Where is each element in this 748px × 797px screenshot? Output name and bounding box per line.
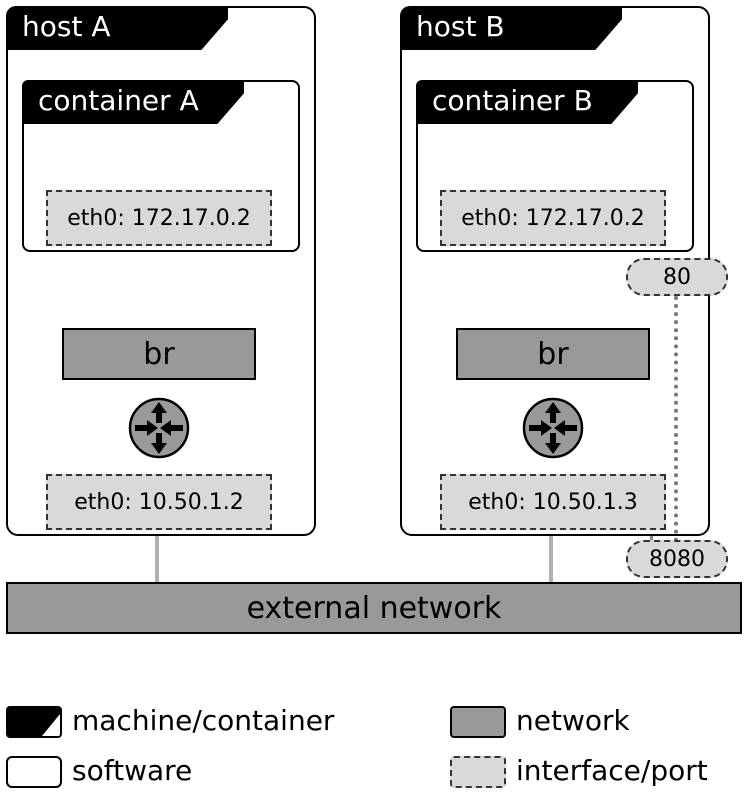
host-a-label: host A	[6, 6, 228, 50]
legend-label-iface: interface/port	[516, 754, 708, 787]
legend-swatch-machine	[6, 706, 62, 738]
container-port: 80	[626, 258, 728, 296]
container-b-label: container B	[416, 80, 638, 124]
legend-label-network: network	[516, 704, 630, 737]
host-b-bridge: br	[456, 328, 650, 380]
host-b-label: host B	[400, 6, 622, 50]
legend-label-machine: machine/container	[72, 704, 335, 737]
legend-swatch-iface	[450, 756, 506, 788]
router-icon	[522, 397, 584, 459]
link-hostB-iface-network	[549, 530, 553, 585]
link-hostA-iface-network	[155, 530, 159, 585]
host-a-bridge: br	[62, 328, 256, 380]
container-a-iface: eth0: 172.17.0.2	[46, 190, 272, 246]
container-b-iface: eth0: 172.17.0.2	[440, 190, 666, 246]
legend-swatch-network	[450, 706, 506, 738]
legend: machine/container software network inter…	[6, 700, 742, 792]
router-icon	[128, 397, 190, 459]
legend-label-software: software	[72, 754, 193, 787]
host-port: 8080	[626, 540, 728, 578]
container-a-label: container A	[22, 80, 244, 124]
external-network: external network	[6, 582, 742, 634]
legend-swatch-software	[6, 756, 62, 788]
port-forward-link	[674, 296, 678, 542]
host-a-iface: eth0: 10.50.1.2	[46, 474, 272, 530]
host-b-iface: eth0: 10.50.1.3	[440, 474, 666, 530]
